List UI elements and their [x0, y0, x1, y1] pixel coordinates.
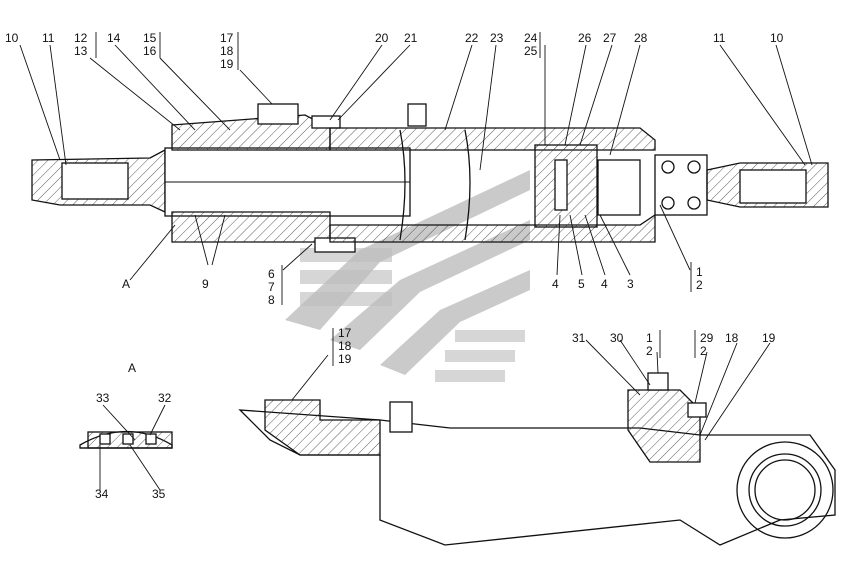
- label-12: 12: [74, 31, 88, 45]
- label-6: 6: [268, 267, 275, 281]
- label-4a: 4: [552, 277, 559, 291]
- label-2-lower: 2: [646, 344, 653, 358]
- label-4b: 4: [601, 277, 608, 291]
- label-33: 33: [96, 391, 110, 405]
- label-5: 5: [578, 277, 585, 291]
- label-2: 2: [696, 278, 703, 292]
- detail-a: [79, 430, 173, 449]
- label-35: 35: [152, 487, 166, 501]
- label-9: 9: [202, 277, 209, 291]
- right-bushing: [739, 169, 807, 204]
- label-17: 17: [220, 31, 234, 45]
- label-27: 27: [603, 31, 617, 45]
- label-32: 32: [158, 391, 172, 405]
- label-19-lower: 19: [338, 352, 352, 366]
- callout-labels: 10 11 12 13 14 15 16 17 18 19 20 21 22 2…: [5, 31, 784, 501]
- label-15: 15: [143, 31, 157, 45]
- cylinder-section: [31, 103, 829, 253]
- gland-top: [171, 114, 331, 151]
- label-20: 20: [375, 31, 389, 45]
- label-1-lower: 1: [646, 331, 653, 345]
- label-28: 28: [634, 31, 648, 45]
- label-18-lower: 18: [338, 339, 352, 353]
- label-19-right: 19: [762, 331, 776, 345]
- label-25: 25: [524, 44, 538, 58]
- label-18: 18: [220, 44, 234, 58]
- label-11-right: 11: [713, 31, 726, 45]
- label-10-right: 10: [770, 31, 784, 45]
- label-23: 23: [490, 31, 504, 45]
- label-16: 16: [143, 44, 157, 58]
- label-24: 24: [524, 31, 538, 45]
- label-3: 3: [627, 277, 634, 291]
- label-14: 14: [107, 31, 121, 45]
- label-19: 19: [220, 57, 234, 71]
- label-7: 7: [268, 280, 275, 294]
- label-30: 30: [610, 331, 624, 345]
- lower-view: [238, 372, 836, 546]
- label-2b-lower: 2: [700, 344, 707, 358]
- label-13: 13: [74, 44, 88, 58]
- label-1: 1: [696, 265, 703, 279]
- label-8: 8: [268, 293, 275, 307]
- label-29: 29: [700, 331, 714, 345]
- label-31: 31: [572, 331, 586, 345]
- left-bushing: [61, 162, 129, 200]
- leader-lines: [19, 44, 813, 491]
- label-17-lower: 17: [338, 326, 352, 340]
- label-21: 21: [404, 31, 418, 45]
- label-18-right: 18: [725, 331, 739, 345]
- detail-a-title: A: [128, 361, 136, 375]
- label-11: 11: [42, 31, 55, 45]
- label-34: 34: [95, 487, 109, 501]
- label-10: 10: [5, 31, 19, 45]
- label-26: 26: [578, 31, 592, 45]
- label-22: 22: [465, 31, 479, 45]
- label-A-section: A: [122, 277, 130, 291]
- tube-top: [329, 127, 656, 151]
